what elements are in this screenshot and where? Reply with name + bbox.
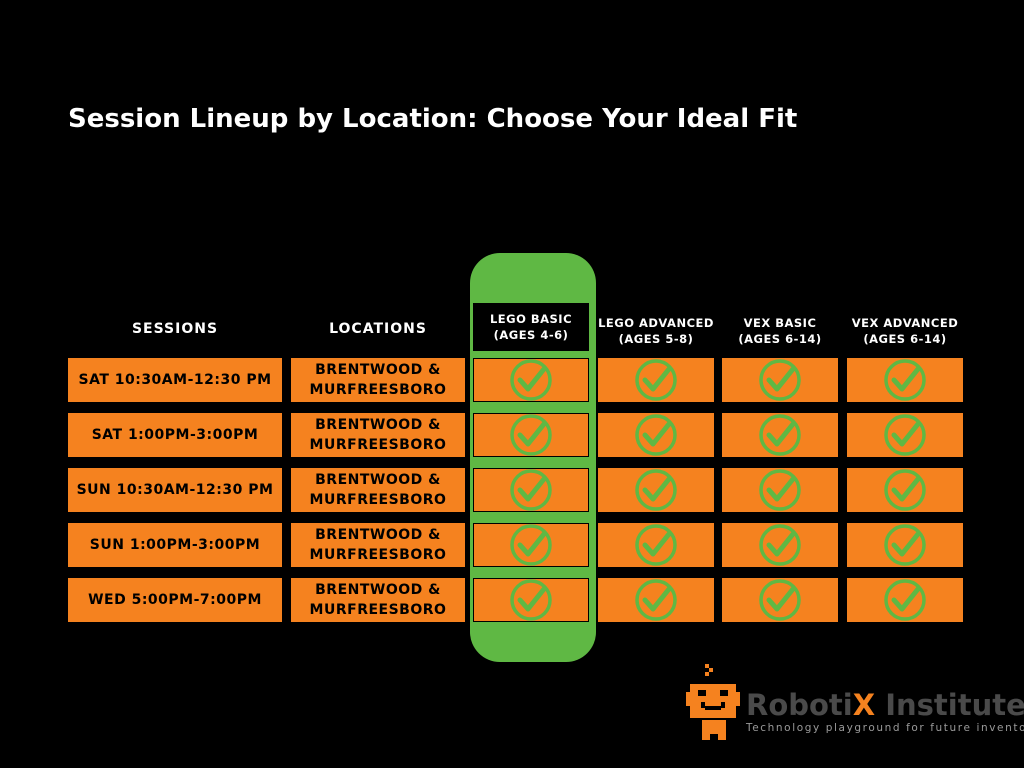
check-circle-icon (635, 469, 677, 511)
brand-name-part2: Institute (875, 688, 1024, 722)
location-line-2: MURFREESBORO (309, 437, 447, 453)
check-circle-icon (635, 579, 677, 621)
location-line-1: BRENTWOOD & (315, 527, 441, 543)
header-lego-advanced: LEGO ADVANCED (AGES 5-8) (596, 315, 716, 347)
header-locations: LOCATIONS (329, 321, 427, 337)
header-lego-basic-ages: (AGES 4-6) (493, 328, 569, 342)
session-cell: SUN 1:00PM-3:00PM (68, 523, 282, 567)
location-line-1: BRENTWOOD & (315, 582, 441, 598)
header-sessions: SESSIONS (131, 321, 219, 337)
brand-name: RobotiX Institute (746, 688, 1024, 722)
check-cell-vex-basic (722, 413, 838, 457)
check-circle-icon (510, 579, 552, 621)
check-circle-icon (635, 524, 677, 566)
location-cell: BRENTWOOD & MURFREESBORO (291, 468, 465, 512)
location-line-2: MURFREESBORO (309, 492, 447, 508)
check-cell-vex-advanced (847, 413, 963, 457)
check-circle-icon (759, 469, 801, 511)
brand-name-x: X (852, 688, 876, 722)
header-lego-advanced-ages: (AGES 5-8) (618, 332, 694, 346)
check-circle-icon (759, 359, 801, 401)
check-circle-icon (884, 414, 926, 456)
header-vex-advanced: VEX ADVANCED (AGES 6-14) (846, 315, 964, 347)
check-circle-icon (759, 414, 801, 456)
check-cell-vex-basic (722, 358, 838, 402)
check-circle-icon (884, 359, 926, 401)
check-circle-icon (884, 469, 926, 511)
check-circle-icon (759, 579, 801, 621)
location-line-1: BRENTWOOD & (315, 472, 441, 488)
check-cell-lego-basic (473, 358, 589, 402)
header-vex-basic-ages: (AGES 6-14) (738, 332, 822, 346)
check-cell-lego-advanced (598, 468, 714, 512)
check-cell-vex-basic (722, 468, 838, 512)
location-cell: BRENTWOOD & MURFREESBORO (291, 358, 465, 402)
location-line-2: MURFREESBORO (309, 547, 447, 563)
location-cell: BRENTWOOD & MURFREESBORO (291, 578, 465, 622)
location-line-1: BRENTWOOD & (315, 362, 441, 378)
brand-tagline: Technology playground for future invento… (746, 722, 1024, 734)
header-vex-advanced-ages: (AGES 6-14) (863, 332, 947, 346)
header-lego-advanced-title: LEGO ADVANCED (598, 316, 714, 330)
location-cell: BRENTWOOD & MURFREESBORO (291, 413, 465, 457)
check-cell-lego-advanced (598, 578, 714, 622)
check-cell-lego-advanced (598, 523, 714, 567)
check-cell-lego-basic (473, 468, 589, 512)
check-cell-vex-basic (722, 523, 838, 567)
location-line-1: BRENTWOOD & (315, 417, 441, 433)
header-vex-basic-title: VEX BASIC (743, 316, 817, 330)
check-circle-icon (510, 469, 552, 511)
check-cell-lego-basic (473, 578, 589, 622)
location-line-2: MURFREESBORO (309, 602, 447, 618)
header-lego-basic-title: LEGO BASIC (489, 312, 573, 326)
check-circle-icon (759, 524, 801, 566)
check-cell-vex-basic (722, 578, 838, 622)
session-cell: WED 5:00PM-7:00PM (68, 578, 282, 622)
check-cell-lego-advanced (598, 358, 714, 402)
check-circle-icon (510, 524, 552, 566)
location-cell: BRENTWOOD & MURFREESBORO (291, 523, 465, 567)
header-vex-advanced-title: VEX ADVANCED (851, 316, 959, 330)
check-cell-lego-advanced (598, 413, 714, 457)
check-circle-icon (510, 414, 552, 456)
check-circle-icon (635, 414, 677, 456)
check-cell-vex-advanced (847, 468, 963, 512)
header-lego-basic: LEGO BASIC (AGES 4-6) (473, 303, 589, 351)
session-cell: SAT 1:00PM-3:00PM (68, 413, 282, 457)
check-cell-vex-advanced (847, 358, 963, 402)
check-circle-icon (510, 359, 552, 401)
robot-logo-icon (686, 664, 740, 740)
check-circle-icon (635, 359, 677, 401)
header-vex-basic: VEX BASIC (AGES 6-14) (722, 315, 838, 347)
page-title: Session Lineup by Location: Choose Your … (68, 104, 798, 134)
brand-name-part1: Roboti (746, 688, 853, 722)
check-circle-icon (884, 524, 926, 566)
check-circle-icon (884, 579, 926, 621)
session-cell: SAT 10:30AM-12:30 PM (68, 358, 282, 402)
check-cell-vex-advanced (847, 578, 963, 622)
check-cell-lego-basic (473, 413, 589, 457)
session-cell: SUN 10:30AM-12:30 PM (68, 468, 282, 512)
location-line-2: MURFREESBORO (309, 382, 447, 398)
check-cell-vex-advanced (847, 523, 963, 567)
check-cell-lego-basic (473, 523, 589, 567)
